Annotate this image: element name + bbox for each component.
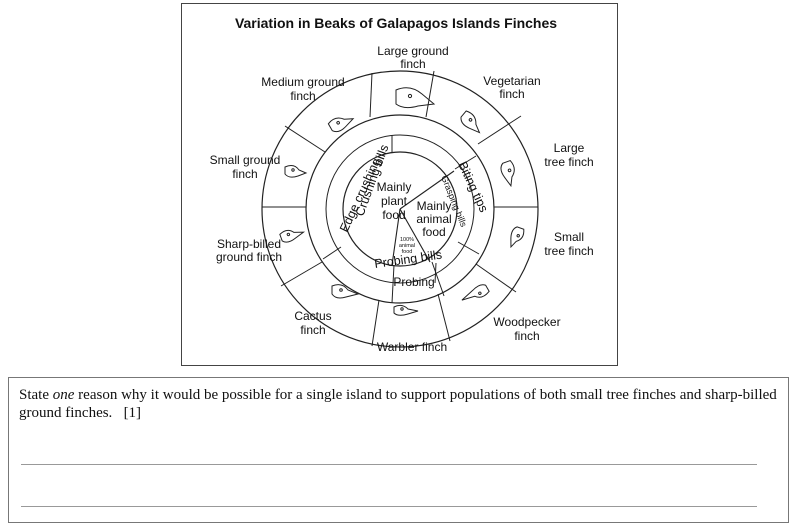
beak-wheel-svg: Variation in Beaks of Galapagos Islands … bbox=[210, 15, 594, 354]
outer-circle bbox=[261, 70, 539, 348]
probing-label: Probing bbox=[393, 275, 434, 289]
large-ground-finch-head-icon bbox=[395, 87, 436, 109]
large-tree-finch-head-icon bbox=[500, 159, 515, 188]
finch-beak-diagram: Variation in Beaks of Galapagos Islands … bbox=[181, 3, 618, 366]
finch-label-cactus-2: finch bbox=[300, 323, 325, 337]
finch-label-large-tree-1: Large bbox=[554, 141, 585, 155]
diet-wedges bbox=[391, 170, 455, 266]
finch-label-vegetarian-1: Vegetarian bbox=[483, 74, 540, 88]
finch-label-small-tree-1: Small bbox=[554, 230, 584, 244]
finch-label-large-ground-1: Large ground bbox=[377, 44, 448, 58]
sharp-billed-ground-finch-head-icon bbox=[279, 229, 306, 243]
question-text: State one reason why it would be possibl… bbox=[19, 386, 779, 422]
question-part2: reason why it would be possible for a si… bbox=[19, 387, 777, 421]
finch-label-large-ground-2: finch bbox=[400, 57, 425, 71]
full-animal-label-3: food bbox=[402, 249, 413, 255]
center-circle bbox=[342, 151, 458, 267]
finch-label-cactus-1: Cactus bbox=[294, 309, 331, 323]
full-animal-label-2: animal bbox=[399, 243, 415, 249]
finch-label-small-tree-2: tree finch bbox=[544, 244, 593, 258]
finch-label-medium-ground-2: finch bbox=[290, 89, 315, 103]
animal-food-label-3: food bbox=[422, 225, 445, 239]
finch-label-medium-ground-1: Medium ground bbox=[261, 75, 344, 89]
cactus-finch-head-icon bbox=[331, 284, 360, 299]
answer-line-2[interactable] bbox=[21, 506, 757, 507]
plant-food-label-3: food bbox=[382, 208, 405, 222]
vegetarian-finch-head-icon bbox=[460, 110, 481, 134]
ring-dividers bbox=[322, 135, 480, 304]
finch-label-sharp-billed-2: ground finch bbox=[216, 250, 282, 264]
warbler-finch-head-icon bbox=[393, 304, 419, 316]
finch-labels: Large ground finch Vegetarian finch Larg… bbox=[210, 44, 594, 354]
full-animal-label-1: 100% bbox=[400, 237, 414, 243]
finch-label-sharp-billed-1: Sharp-billed bbox=[217, 237, 281, 251]
small-ground-finch-head-icon bbox=[284, 165, 308, 178]
question-emphasis: one bbox=[52, 387, 75, 403]
diagram-title: Variation in Beaks of Galapagos Islands … bbox=[235, 15, 557, 31]
question-box: State one reason why it would be possibl… bbox=[8, 377, 789, 523]
finch-label-small-ground-1: Small ground bbox=[210, 153, 281, 167]
animal-food-label-1: Mainly bbox=[417, 199, 452, 213]
plant-food-label-2: plant bbox=[381, 194, 408, 208]
question-marks: [1] bbox=[123, 405, 142, 421]
outer-spokes bbox=[262, 70, 538, 347]
small-tree-finch-head-icon bbox=[510, 226, 525, 249]
finch-label-vegetarian-2: finch bbox=[499, 87, 524, 101]
animal-food-label-2: animal bbox=[416, 212, 451, 226]
finch-label-warbler: Warbler finch bbox=[377, 340, 447, 354]
medium-ground-finch-head-icon bbox=[327, 117, 355, 133]
middle-circle bbox=[305, 114, 495, 304]
bird-head-icons bbox=[279, 87, 525, 316]
finch-label-woodpecker-1: Woodpecker bbox=[493, 315, 560, 329]
woodpecker-finch-head-icon bbox=[461, 284, 490, 301]
finch-label-woodpecker-2: finch bbox=[514, 329, 539, 343]
finch-label-small-ground-2: finch bbox=[232, 167, 257, 181]
plant-food-label-1: Mainly bbox=[377, 180, 412, 194]
answer-line-1[interactable] bbox=[21, 464, 757, 465]
question-part1: State bbox=[19, 387, 53, 403]
finch-label-large-tree-2: tree finch bbox=[544, 155, 593, 169]
inner-ring-circle bbox=[325, 134, 475, 284]
